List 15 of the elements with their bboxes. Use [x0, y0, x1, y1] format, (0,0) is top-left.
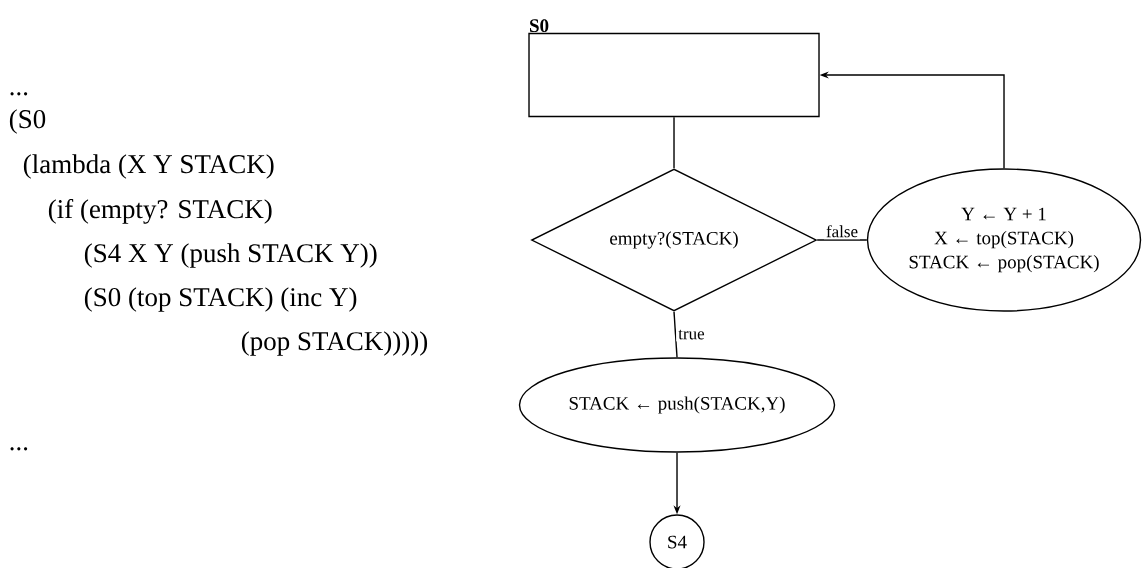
state-box: S0: [528, 19, 820, 118]
code-line: (S4 X Y (push STACK Y)): [84, 243, 377, 268]
connector: [673, 116, 675, 169]
connector: [816, 239, 868, 241]
code-line: (lambda (X Y STACK): [23, 154, 274, 179]
code-line: (if (empty? STACK): [48, 199, 272, 224]
connector: [673, 311, 678, 358]
code-line: (S0 (top STACK) (inc Y): [84, 287, 357, 312]
node-label: S0: [530, 19, 549, 33]
code-line: ...: [10, 92, 28, 96]
edge-label: false: [823, 223, 861, 240]
code-line: ...: [10, 447, 28, 451]
edge-label: true: [676, 327, 707, 342]
code-line: (S0: [9, 109, 46, 134]
code-line: (pop STACK))))): [241, 331, 428, 356]
